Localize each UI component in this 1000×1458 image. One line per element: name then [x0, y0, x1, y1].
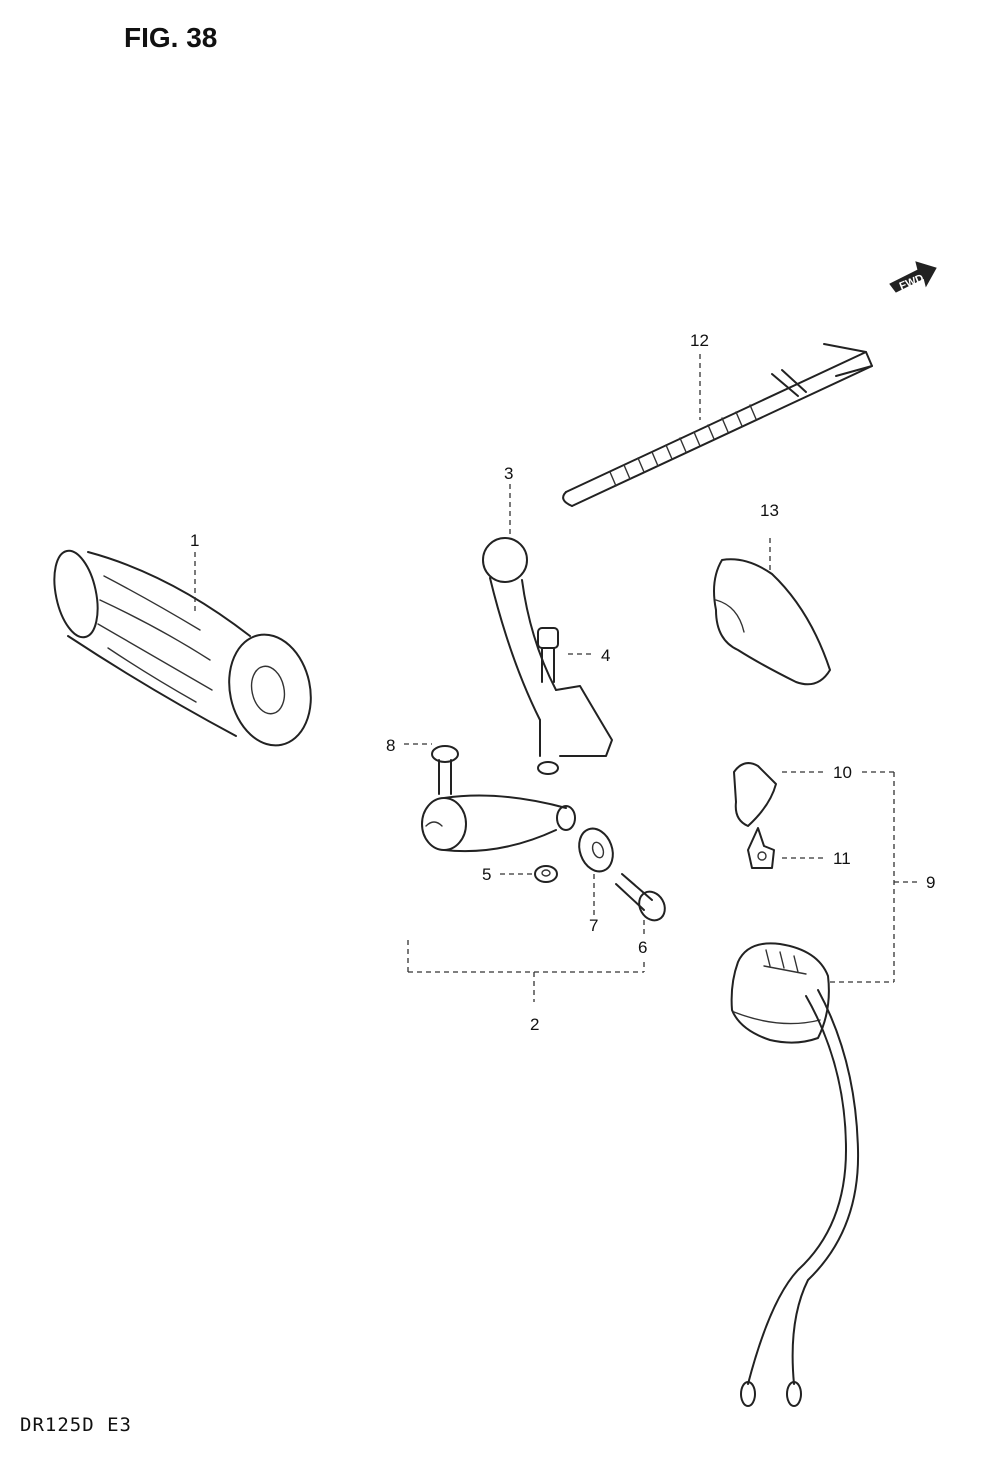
handlebar-grip — [53, 549, 312, 747]
pivot-bolt — [537, 627, 559, 683]
adjuster-bolt — [615, 873, 666, 922]
clutch-lever — [482, 537, 613, 775]
callout-2: 2 — [530, 1015, 539, 1034]
callout-13: 13 — [760, 501, 779, 520]
lever-holder — [421, 794, 576, 853]
callout-4: 4 — [601, 646, 610, 665]
fwd-arrow-icon: FWD — [889, 261, 937, 293]
switch-housing — [730, 942, 830, 1044]
callout-labels: 1 2 3 4 5 6 7 8 9 10 11 12 13 — [190, 331, 935, 1034]
nut — [534, 865, 558, 883]
callout-11: 11 — [833, 849, 851, 868]
callout-12: 12 — [690, 331, 709, 350]
switch-knob — [733, 762, 777, 827]
figure-title: FIG. 38 — [124, 22, 218, 53]
wire-harness — [740, 989, 860, 1407]
callout-6: 6 — [638, 938, 647, 957]
leader-lines — [194, 354, 918, 1002]
fwd-label: FWD — [898, 272, 926, 293]
switch-contact — [747, 827, 775, 869]
washer — [578, 827, 614, 873]
callout-7: 7 — [589, 916, 598, 935]
callout-1: 1 — [190, 531, 199, 550]
screw — [431, 745, 459, 795]
callout-8: 8 — [386, 736, 395, 755]
cable-tie-teeth — [609, 404, 757, 487]
model-code: DR125D E3 — [20, 1414, 132, 1436]
cable-tie — [562, 343, 873, 507]
callout-10: 10 — [833, 763, 852, 782]
callout-3: 3 — [504, 464, 513, 483]
callout-5: 5 — [482, 865, 491, 884]
callout-9: 9 — [926, 873, 935, 892]
lever-cover — [713, 558, 831, 686]
